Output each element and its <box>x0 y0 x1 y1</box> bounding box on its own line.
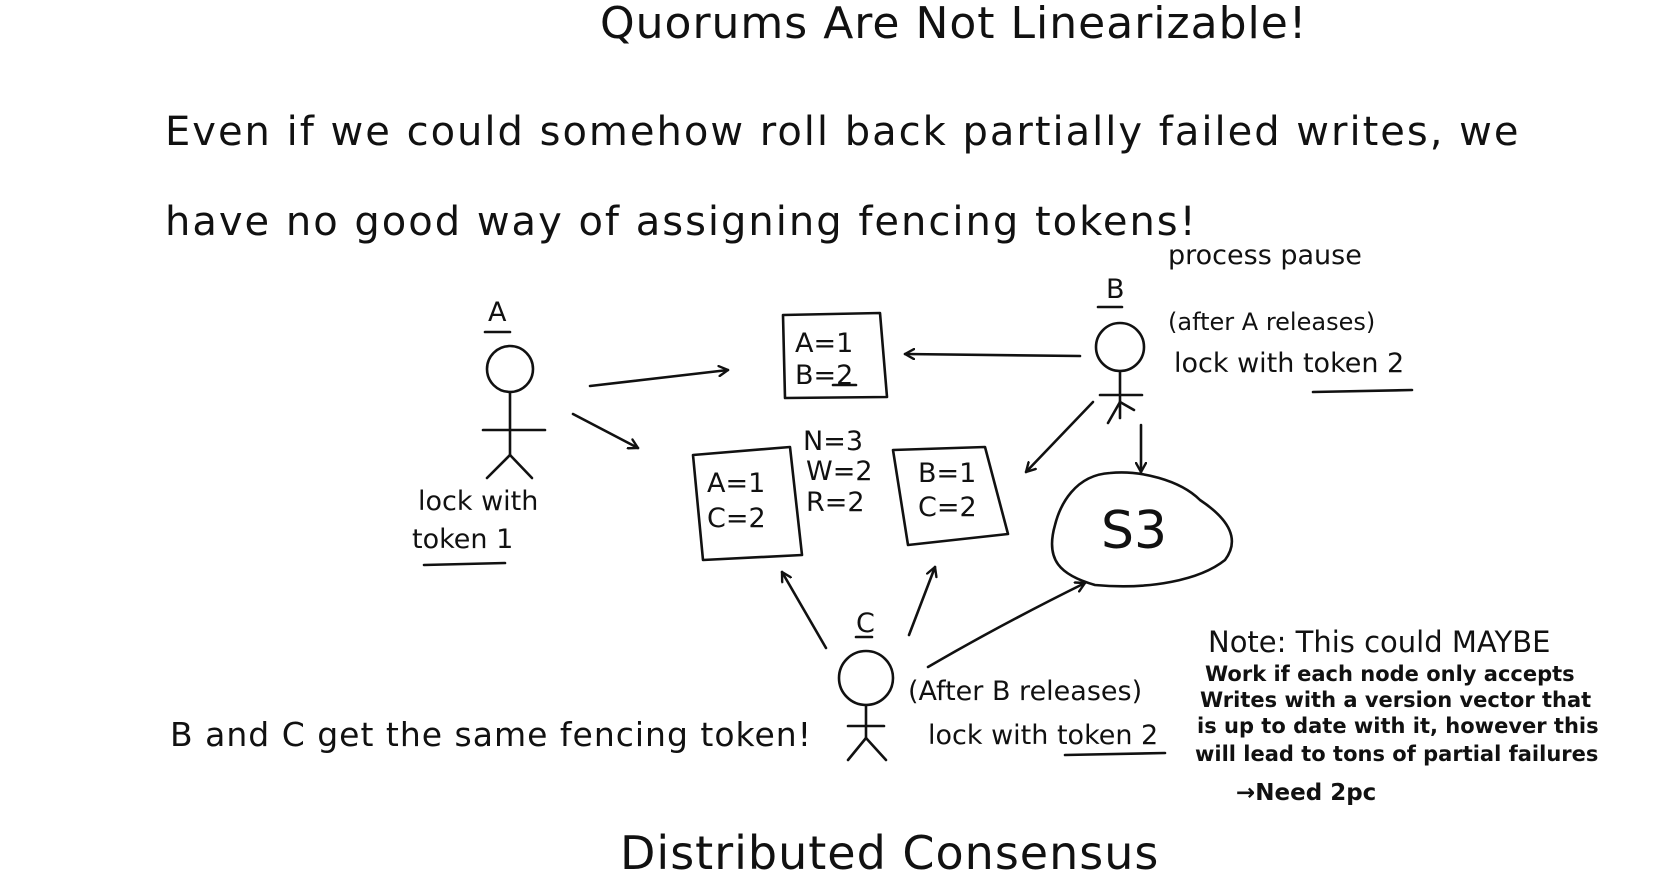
arrow-b-to-right-box <box>1024 400 1095 474</box>
arrow-c-to-right-box <box>907 565 935 637</box>
s3-storage-blob <box>1050 471 1234 588</box>
replica-box-left <box>691 445 804 562</box>
arrow-c-to-left-box <box>780 570 828 650</box>
conclusion-text: B and C get the same fencing token! <box>170 715 812 754</box>
arrow-a-to-left-box <box>571 412 640 448</box>
replica-left-line-2: C=2 <box>707 503 766 534</box>
arrow-b-to-top-box <box>903 354 1082 356</box>
node-b-releases: (after A releases) <box>1168 308 1376 336</box>
note-line-2: Work if each node only accepts <box>1205 662 1575 686</box>
node-b-pause: process pause <box>1168 240 1362 271</box>
underline-token-2-b <box>1311 388 1414 394</box>
stick-figure-b <box>1094 305 1146 425</box>
quorum-n: N=3 <box>803 426 863 457</box>
node-c-lock-prefix: lock with <box>928 720 1049 751</box>
intro-line-2: have no good way of assigning fencing to… <box>165 199 1198 245</box>
node-c-releases: (After B releases) <box>908 676 1143 707</box>
underline-token-2-c <box>1063 751 1167 757</box>
note-line-3: Writes with a version vector that <box>1200 688 1592 712</box>
arrow-a-to-top-box <box>588 370 730 388</box>
arrow-c-to-s3 <box>926 583 1087 669</box>
node-b-name: B <box>1106 274 1125 305</box>
replica-top-line-2: B=2 <box>795 360 854 391</box>
note-line-4: is up to date with it, however this <box>1197 714 1599 738</box>
stick-figure-a <box>481 330 547 480</box>
note-line-1: Note: This could MAYBE <box>1208 625 1551 659</box>
replica-box-right <box>891 445 1010 547</box>
replica-right-line-1: B=1 <box>918 458 977 489</box>
node-a-caption-line-1: lock with <box>418 486 539 517</box>
intro-line-1: Even if we could somehow roll back parti… <box>165 109 1521 155</box>
node-b-lock: lock with token 2 <box>1174 350 1404 377</box>
note-line-5: will lead to tons of partial failures <box>1195 742 1599 766</box>
note-line-6: →Need 2pc <box>1236 780 1377 806</box>
replica-top-line-1: A=1 <box>795 328 854 359</box>
node-c-lock: lock with token 2 <box>928 722 1158 749</box>
node-c-lock-token: token 2 <box>1056 720 1159 751</box>
node-b-lock-token: token 2 <box>1302 348 1405 379</box>
replica-left-line-1: A=1 <box>707 468 766 499</box>
underline-token-1 <box>422 561 507 567</box>
node-a-name: A <box>488 297 507 328</box>
replica-box-top <box>781 311 889 400</box>
node-b-lock-prefix: lock with <box>1174 348 1295 379</box>
page-title: Quorums Are Not Linearizable! <box>600 0 1308 49</box>
footer-title: Distributed Consensus <box>620 826 1160 880</box>
node-c-name: C <box>856 608 875 639</box>
node-a-caption-line-2: token 1 <box>412 524 514 555</box>
replica-right-line-2: C=2 <box>918 492 977 523</box>
s3-label: S3 <box>1101 501 1168 561</box>
quorum-r: R=2 <box>806 487 865 518</box>
stick-figure-c <box>837 635 895 762</box>
quorum-w: W=2 <box>806 456 873 487</box>
